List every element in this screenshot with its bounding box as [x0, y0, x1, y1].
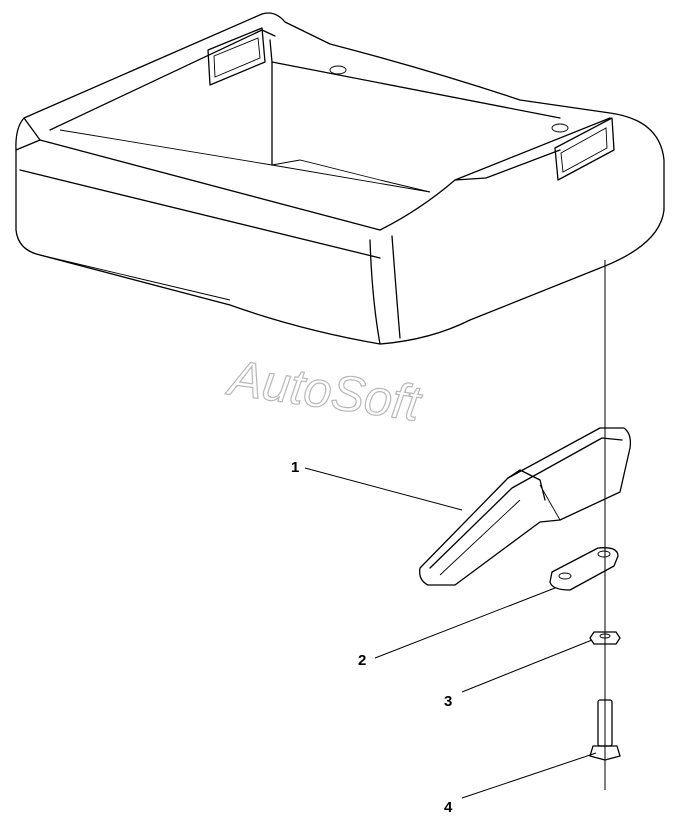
- watermark: AutoSoft: [223, 349, 426, 432]
- leader-lines: [304, 467, 597, 799]
- callout-3: 3: [444, 693, 452, 710]
- callout-4: 4: [444, 799, 453, 816]
- seat-base: [15, 12, 665, 345]
- callout-2: 2: [358, 652, 366, 669]
- plate-part-2: [549, 547, 619, 591]
- nut-part-3: [589, 631, 621, 645]
- callout-1: 1: [291, 459, 299, 476]
- bracket-part-1: [419, 427, 632, 586]
